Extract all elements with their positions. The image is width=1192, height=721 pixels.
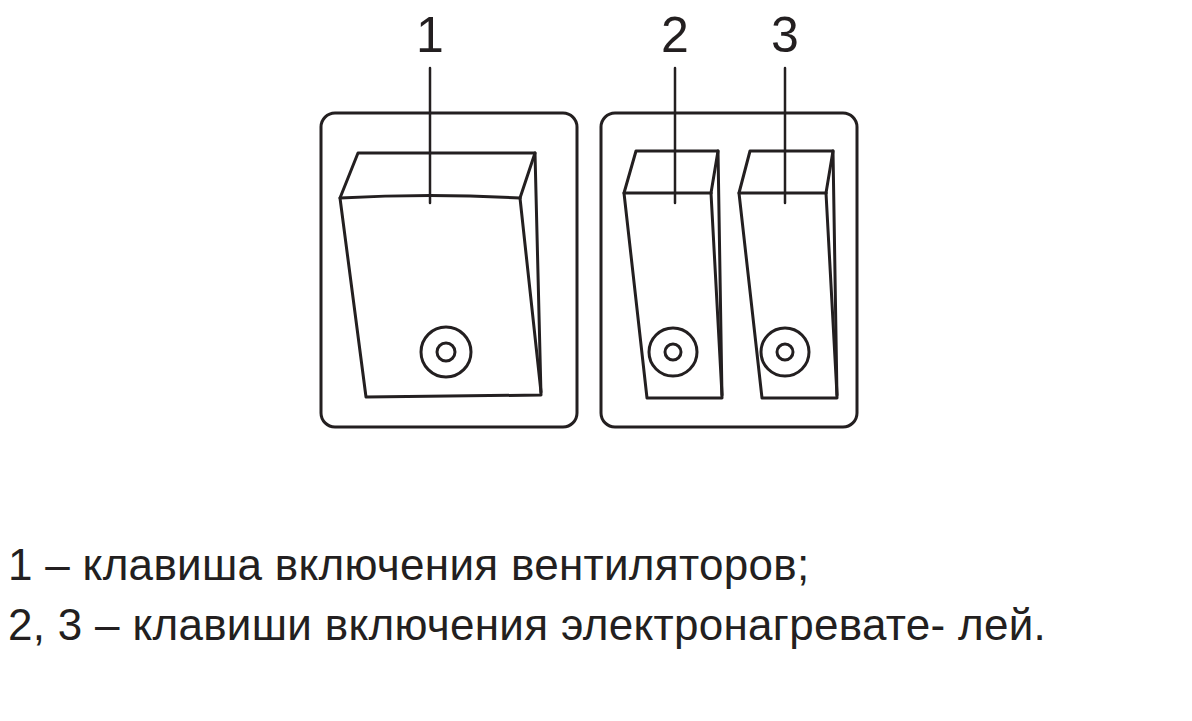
fan-rocker-switch — [340, 153, 541, 397]
switch-bezel — [321, 113, 577, 427]
heater-rocker-switch — [739, 151, 837, 398]
callout-number: 2 — [661, 10, 689, 60]
caption-line: 1 – клавиша включения вентиляторов; — [8, 535, 1184, 595]
heater-rocker-switch — [624, 151, 722, 398]
callout-number: 3 — [771, 10, 799, 60]
callout-number: 1 — [416, 10, 444, 60]
leader-lines — [430, 68, 785, 203]
caption-line: 2, 3 – клавиши включения электронагреват… — [8, 595, 1184, 655]
switch-bezel — [601, 113, 857, 427]
